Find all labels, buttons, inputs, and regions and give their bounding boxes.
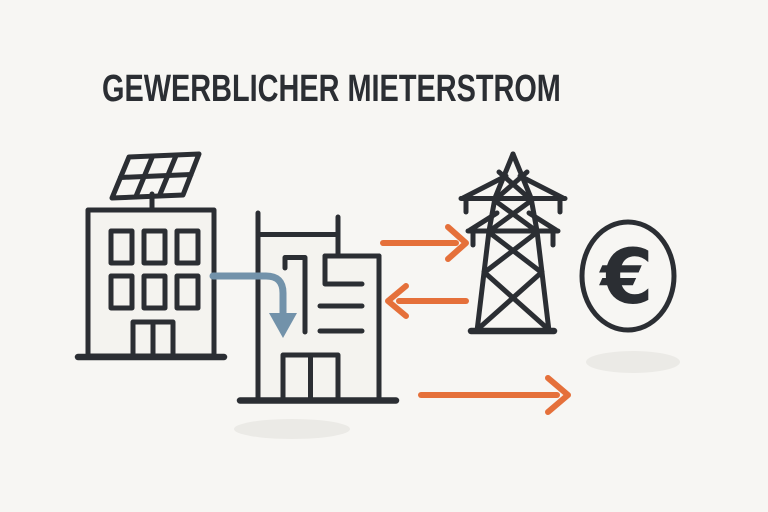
solar-flow-arrow-shaft xyxy=(209,272,287,318)
crossarm-support xyxy=(526,210,559,233)
coin-outline xyxy=(579,219,677,333)
solar-building-windows xyxy=(108,228,201,311)
pylon-upper-crossarm xyxy=(458,173,568,215)
window xyxy=(141,273,168,311)
solar-flow-arrow-head xyxy=(269,313,297,338)
grid-supply-arrow xyxy=(385,283,469,319)
payment-arrow-head xyxy=(545,375,571,415)
window xyxy=(108,228,135,266)
solar-building-door xyxy=(130,319,176,360)
payment-arrow xyxy=(418,375,571,415)
window xyxy=(174,273,201,311)
tenant-inner-hook xyxy=(282,255,308,335)
grid-supply-arrow-head xyxy=(385,283,409,319)
crossarm-support xyxy=(460,173,509,201)
page-title: GEWERBLICHER MIETERSTROM xyxy=(102,68,561,110)
lattice-brace xyxy=(481,269,551,332)
coin-shadow xyxy=(586,351,680,373)
window xyxy=(141,228,168,266)
lattice-brace xyxy=(488,197,535,233)
building-shadow xyxy=(234,419,350,439)
window xyxy=(108,273,135,311)
crossarm-support xyxy=(517,173,566,201)
euro-coin-icon: € xyxy=(579,219,677,333)
lattice-brace xyxy=(487,230,544,275)
lattice-brace xyxy=(475,269,545,332)
window xyxy=(174,228,201,266)
solar-flow-arrow xyxy=(209,272,297,338)
solar-panel-grid-h xyxy=(118,172,194,180)
tenant-building-body xyxy=(258,234,379,400)
ground-shadows xyxy=(234,351,680,439)
tenant-building-door xyxy=(280,352,341,403)
pylon-lower-crossarm xyxy=(465,210,561,248)
tenant-inner-recess xyxy=(322,253,365,287)
power-pylon-icon xyxy=(458,151,568,335)
euro-symbol: € xyxy=(599,232,654,321)
solar-building-icon xyxy=(74,151,228,361)
solar-panel-icon xyxy=(109,151,202,213)
lattice-brace xyxy=(482,230,539,275)
crossarm-support xyxy=(467,210,500,233)
grid-feed-in-arrow xyxy=(380,224,469,262)
grid-feed-in-arrow-head xyxy=(445,224,469,262)
tenant-building-icon xyxy=(236,210,400,404)
